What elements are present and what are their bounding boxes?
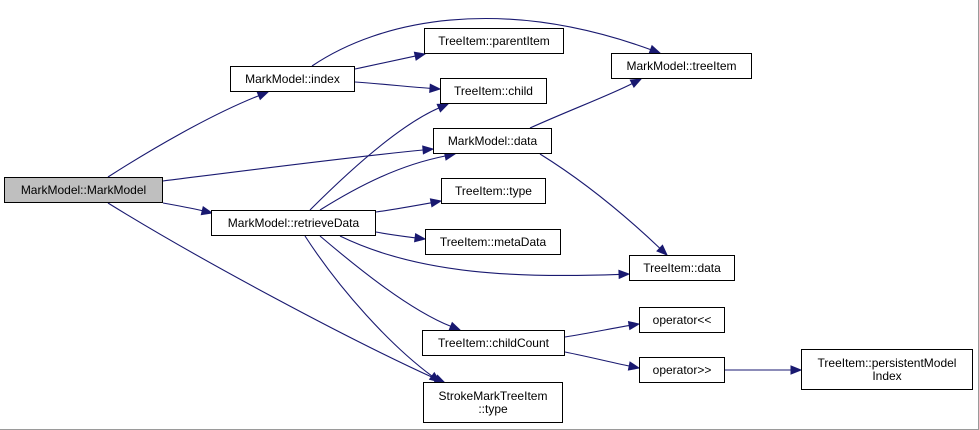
arrowhead-markmodel_retrievedata <box>200 205 214 216</box>
node-operator-shl[interactable]: operator<< <box>639 307 725 333</box>
node-strokemarktreeitem-type[interactable]: StrokeMarkTreeItem::type <box>423 382 563 423</box>
edge-markmodel_retrievedata-to-treeitem_type <box>375 202 432 213</box>
node-treeitem-child[interactable]: TreeItem::child <box>440 78 547 104</box>
arrowhead-treeitem_child <box>429 83 442 94</box>
edge-markmodel_data-to-markmodel_treeitem <box>529 83 633 129</box>
node-label-line: MarkModel::MarkModel <box>20 182 147 197</box>
node-label-line: operator<< <box>652 312 712 327</box>
edge-markmodel_retrievedata-to-treeitem_childcount <box>319 235 451 327</box>
node-treeitem-parentitem[interactable]: TreeItem::parentItem <box>424 28 564 54</box>
node-label-line: operator>> <box>652 362 712 377</box>
edge-markmodel_index-to-treeitem_child <box>354 81 431 89</box>
arrowhead-treeitem_metadata <box>414 233 427 243</box>
edge-markmodel_retrievedata-to-treeitem_metadata <box>375 231 416 239</box>
edge-markmodel_retrievedata-to-treeitem_child <box>309 107 440 211</box>
edge-markmodel_index-to-markmodel_treeitem <box>311 17 651 67</box>
node-label-line: TreeItem::child <box>454 83 533 98</box>
node-markmodel-retrievedata[interactable]: MarkModel::retrieveData <box>211 210 376 236</box>
node-label-line: TreeItem::data <box>643 260 721 275</box>
edge-markmodel_index-to-treeitem_parentitem <box>354 55 416 70</box>
node-markmodel-treeitem[interactable]: MarkModel::treeItem <box>611 53 752 79</box>
node-label-line: TreeItem::childCount <box>438 335 549 350</box>
arrowhead-markmodel_index <box>256 91 270 101</box>
node-markmodel-index[interactable]: MarkModel::index <box>230 66 355 92</box>
edge-markmodel_retrievedata-to-strokemarktreeitem_type <box>304 235 433 377</box>
node-label-line: Index <box>872 368 902 383</box>
arrowhead-operator_shl <box>627 320 641 331</box>
edge-treeitem_childcount-to-operator_shl <box>564 325 630 338</box>
node-label-line: TreeItem::type <box>455 183 532 198</box>
node-treeitem-data[interactable]: TreeItem::data <box>629 255 735 281</box>
node-treeitem-type[interactable]: TreeItem::type <box>441 178 546 204</box>
arrowhead-markmodel_treeitem <box>629 78 643 88</box>
node-label-line: TreeItem::parentItem <box>438 33 550 48</box>
arrowhead-treeitem_parentitem <box>413 51 427 61</box>
edge-markmodel_retrievedata-to-markmodel_data <box>319 155 446 211</box>
node-label-line: MarkModel::treeItem <box>626 58 737 73</box>
node-label-line: TreeItem::persistentModel <box>817 355 957 370</box>
node-label-line: ::type <box>478 401 508 416</box>
edge-markmodel_ctor-to-strokemarktreeitem_type <box>107 202 437 380</box>
edge-markmodel_ctor-to-markmodel_retrievedata <box>162 202 203 212</box>
arrowhead-strokemarktreeitem_type <box>428 371 442 383</box>
node-markmodel-ctor: MarkModel::MarkModel <box>4 177 163 203</box>
node-treeitem-metadata[interactable]: TreeItem::metaData <box>425 229 561 255</box>
arrowhead-treeitem_persistentmodelindex <box>790 365 803 375</box>
arrowhead-operator_shr <box>627 361 641 371</box>
node-label-line: MarkModel::data <box>447 133 538 148</box>
arrowhead-markmodel_data <box>422 145 435 155</box>
node-label-line: TreeItem::metaData <box>439 234 547 249</box>
edge-markmodel_ctor-to-markmodel_index <box>107 95 259 178</box>
node-operator-shr[interactable]: operator>> <box>639 357 725 383</box>
arrowhead-treeitem_data <box>656 244 668 256</box>
edge-markmodel_retrievedata-to-treeitem_data <box>339 235 620 277</box>
edge-treeitem_childcount-to-operator_shr <box>564 351 630 367</box>
arrowhead-treeitem_data <box>618 269 631 280</box>
node-markmodel-data[interactable]: MarkModel::data <box>433 128 552 154</box>
arrowhead-treeitem_child <box>436 103 450 113</box>
edge-markmodel_data-to-treeitem_data <box>539 153 661 249</box>
arrowhead-treeitem_childcount <box>448 321 462 331</box>
node-label-line: StrokeMarkTreeItem <box>438 388 548 403</box>
node-label-line: MarkModel::index <box>245 71 340 86</box>
edge-markmodel_ctor-to-markmodel_data <box>162 149 424 182</box>
node-label-line: MarkModel::retrieveData <box>227 215 360 230</box>
node-treeitem-childcount[interactable]: TreeItem::childCount <box>422 330 565 356</box>
arrowhead-treeitem_type <box>429 198 443 208</box>
